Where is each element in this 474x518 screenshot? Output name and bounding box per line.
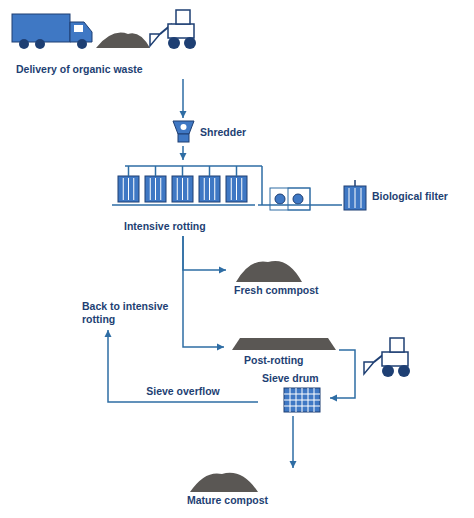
flow-connector (105, 330, 259, 402)
flow-connector (330, 350, 355, 402)
process-station: Biological filter (342, 180, 467, 214)
process-station: Mature compost (165, 468, 285, 510)
arrow-head (180, 111, 187, 118)
shredder-icon (173, 121, 194, 142)
arrow-head (330, 395, 337, 402)
sieve-drum-icon (284, 388, 320, 412)
flow-line (108, 330, 258, 402)
station-label: Back to intensive rotting (82, 300, 172, 325)
flow-line (292, 416, 294, 468)
process-station: Intensive rotting (110, 160, 258, 236)
station-label: Shredder (200, 126, 246, 139)
station-label: Biological filter (372, 190, 448, 203)
flow-line (258, 204, 342, 206)
compost-pile (236, 261, 302, 282)
station-label: Delivery of organic waste (16, 63, 143, 76)
waste-pile (96, 33, 150, 48)
flow-connector (180, 146, 187, 160)
filter-icon (344, 180, 366, 210)
flow-connector (183, 236, 224, 351)
flow-line (183, 236, 226, 270)
loader-icon (364, 338, 410, 377)
arrow-head (290, 461, 297, 468)
process-station: Post-rotting (224, 332, 339, 369)
arrow-head (105, 330, 112, 337)
flow-connector (183, 236, 226, 274)
station-label: Sieve drum (262, 372, 319, 385)
station-label: Intensive rotting (124, 220, 206, 233)
station-label: Post-rotting (244, 354, 304, 367)
compost-pile (190, 473, 258, 492)
process-station: Back to intensive rotting (80, 298, 175, 330)
arrow-head (219, 267, 226, 274)
flow-line (330, 350, 355, 398)
windrow (232, 338, 336, 350)
arrow-head (217, 344, 224, 351)
flow-connector (290, 416, 297, 468)
process-station: Sieve drum (258, 370, 330, 416)
flow-connector (180, 79, 187, 118)
edge-label: Sieve overflow (144, 385, 222, 398)
station-label: Fresh commpost (234, 284, 319, 297)
truck-icon (12, 14, 92, 49)
station-label: Mature compost (187, 494, 268, 507)
process-station: Fresh commpost (226, 254, 336, 299)
flow-connector (258, 205, 342, 206)
process-station: Delivery of organic waste (10, 5, 200, 79)
process-station: Shredder (170, 118, 250, 146)
flow-line (183, 236, 224, 347)
arrow-head (180, 153, 187, 160)
loader-icon (150, 10, 196, 49)
rotting-tanks (112, 166, 310, 210)
